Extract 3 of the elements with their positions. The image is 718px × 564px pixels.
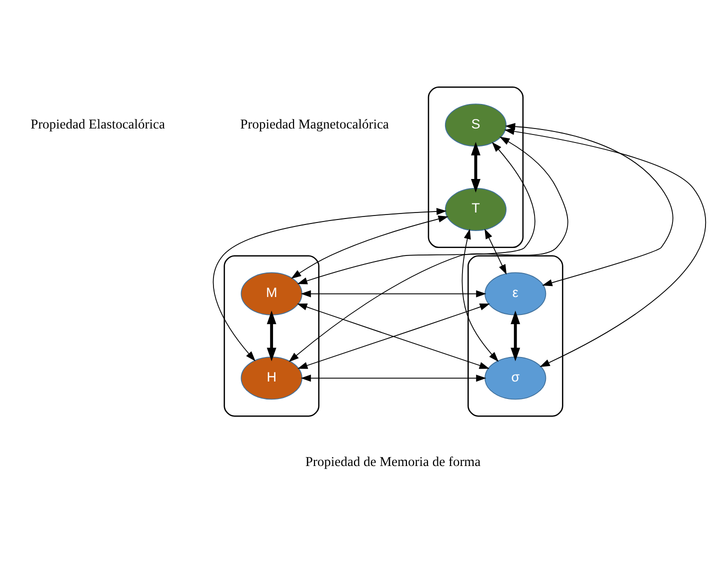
label: Propiedad de Memoria de forma <box>305 454 481 469</box>
label: Propiedad Elastocalórica <box>30 116 165 132</box>
label: Propiedad Magnetocalórica <box>240 116 389 132</box>
